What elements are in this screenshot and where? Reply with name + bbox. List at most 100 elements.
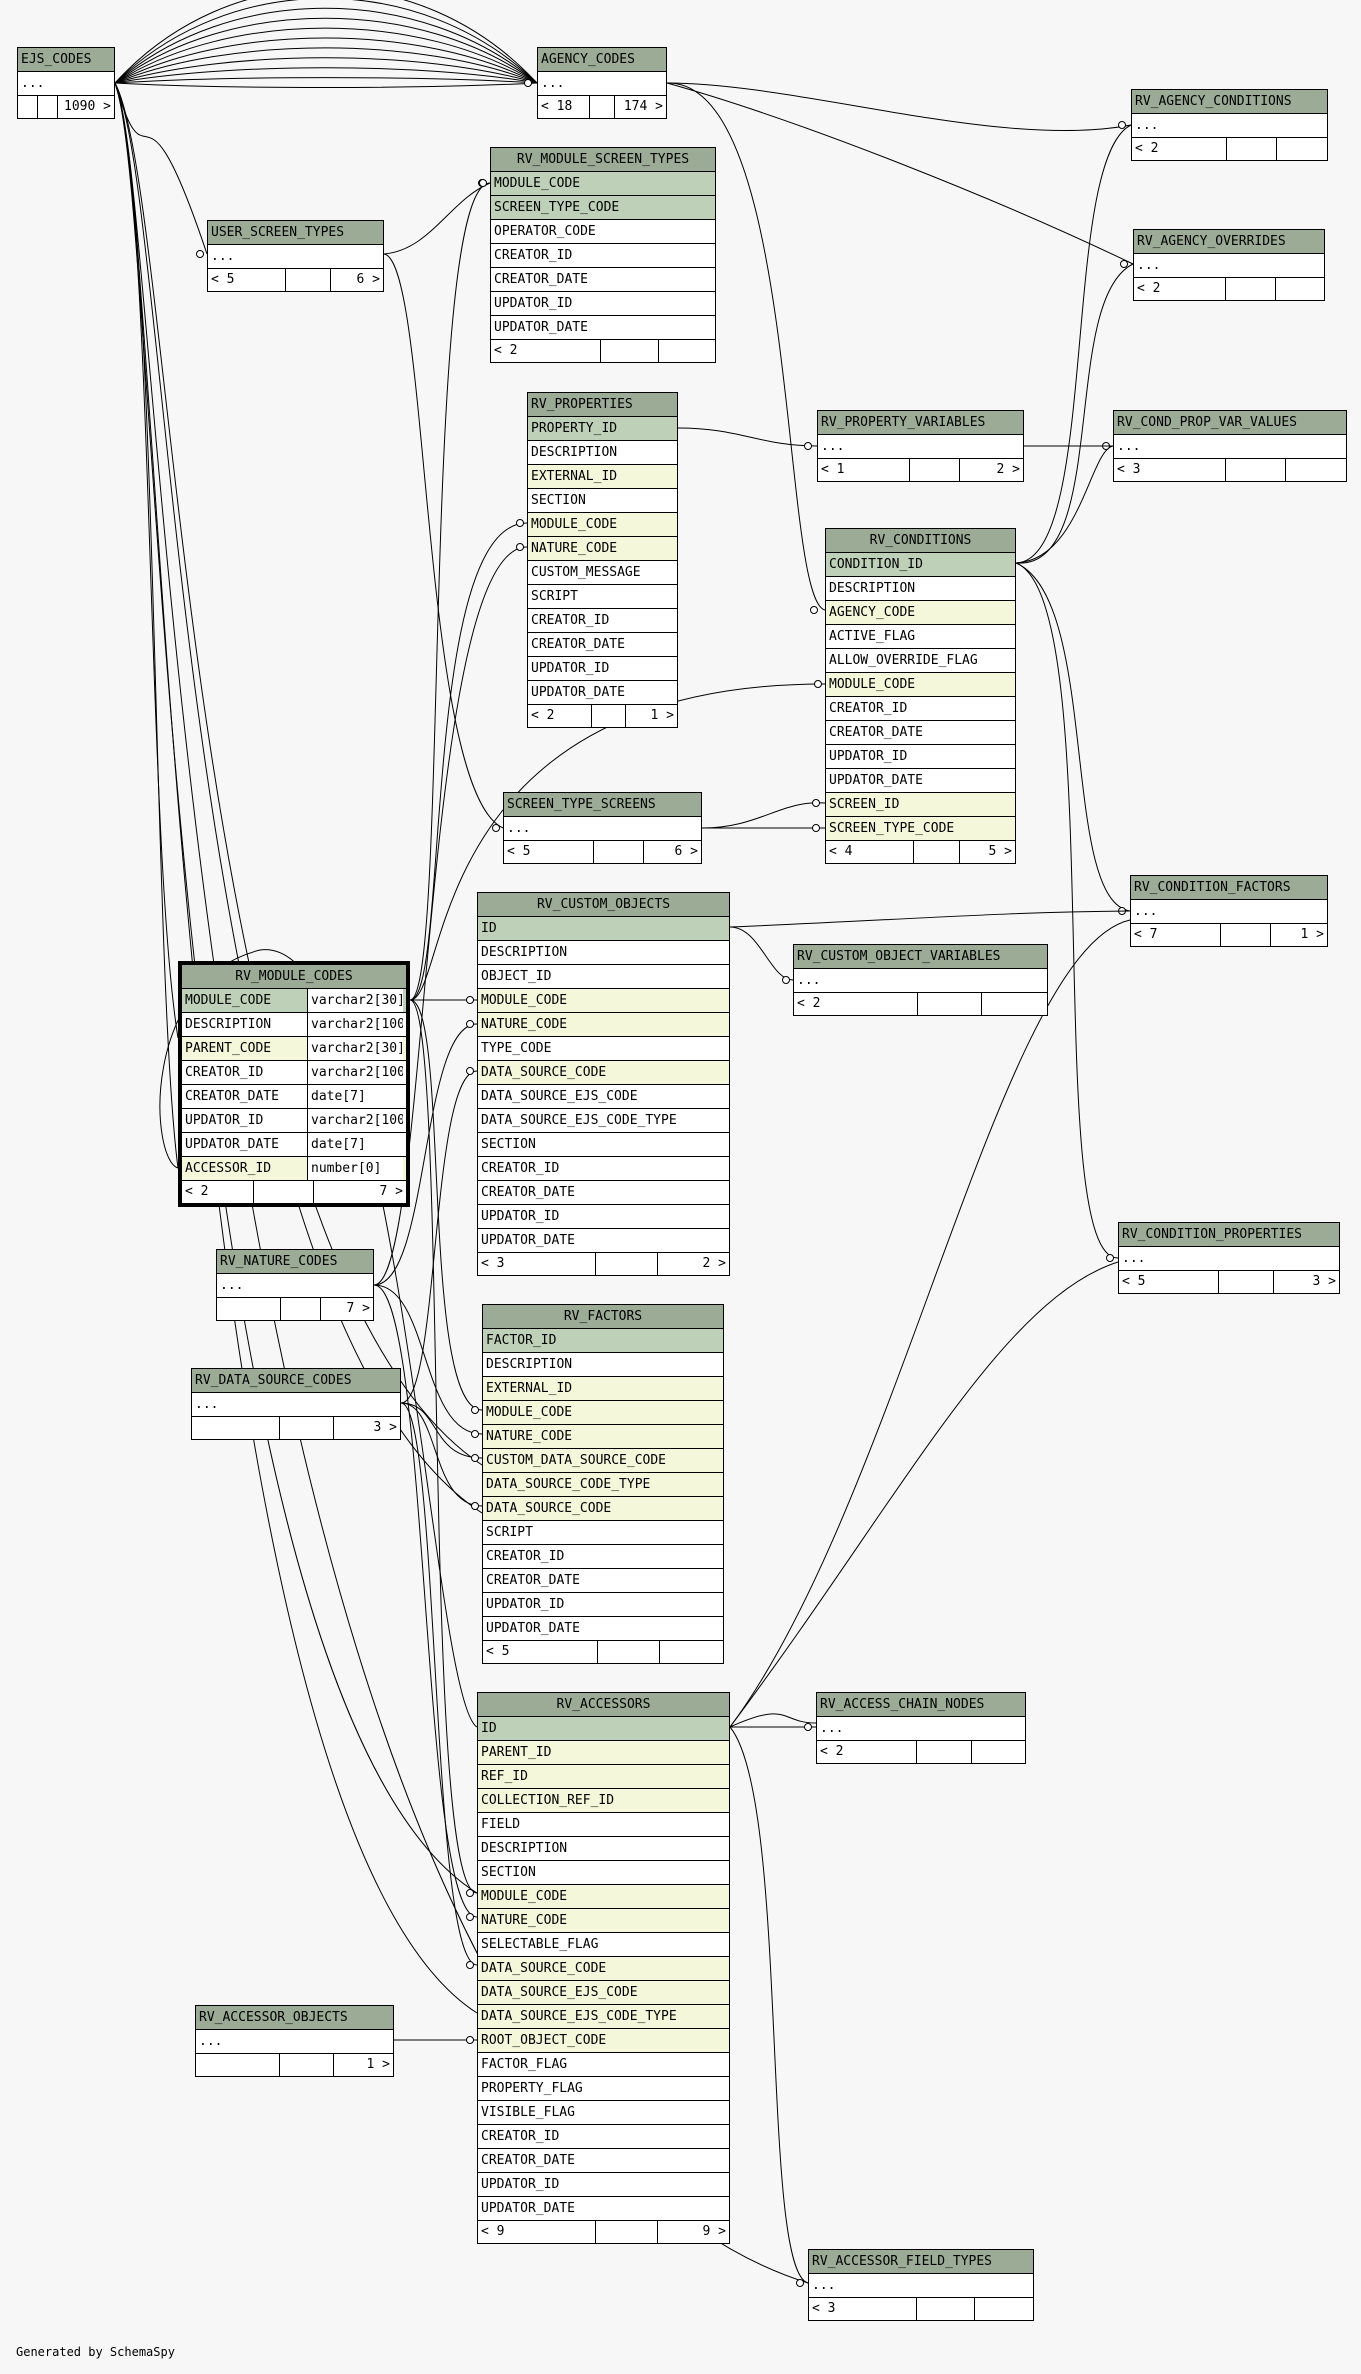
column-row[interactable]: UPDATOR_ID bbox=[826, 745, 1015, 769]
column-row[interactable]: MODULE_CODE bbox=[826, 673, 1015, 697]
column-row[interactable]: CREATOR_DATE bbox=[478, 1181, 729, 1205]
parents-count[interactable]: < 2 bbox=[528, 705, 592, 727]
column-row[interactable]: DATA_SOURCE_EJS_CODE bbox=[478, 1981, 729, 2005]
column-row[interactable]: UPDATOR_DATE bbox=[483, 1617, 723, 1641]
collapsed-columns[interactable]: ... bbox=[809, 2274, 1033, 2298]
column-row[interactable]: UPDATOR_ID bbox=[478, 2173, 729, 2197]
table-title[interactable]: RV_ACCESSORS bbox=[478, 1693, 729, 1717]
column-row[interactable]: DATA_SOURCE_CODE bbox=[483, 1497, 723, 1521]
children-count[interactable]: 6 > bbox=[356, 272, 380, 287]
column-row[interactable]: OBJECT_ID bbox=[478, 965, 729, 989]
parents-count[interactable]: < 3 bbox=[1114, 459, 1226, 481]
column-row[interactable]: UPDATOR_DATE bbox=[478, 2197, 729, 2221]
table-title[interactable]: RV_FACTORS bbox=[483, 1305, 723, 1329]
table-rv-agency-overrides[interactable]: RV_AGENCY_OVERRIDES...< 2 bbox=[1133, 229, 1325, 301]
column-row[interactable]: DESCRIPTION bbox=[483, 1353, 723, 1377]
table-title[interactable]: RV_COND_PROP_VAR_VALUES bbox=[1114, 411, 1346, 435]
column-row[interactable]: ROOT_OBJECT_CODE bbox=[478, 2029, 729, 2053]
column-row[interactable]: SECTION bbox=[478, 1133, 729, 1157]
column-row[interactable]: CUSTOM_MESSAGE bbox=[528, 561, 677, 585]
column-row[interactable]: CONDITION_ID bbox=[826, 553, 1015, 577]
table-title[interactable]: RV_CONDITION_PROPERTIES bbox=[1119, 1223, 1339, 1247]
children-count[interactable] bbox=[982, 993, 1047, 1015]
table-title[interactable]: RV_MODULE_CODES bbox=[182, 965, 406, 989]
column-row[interactable]: PARENT_ID bbox=[478, 1741, 729, 1765]
column-row[interactable]: DATA_SOURCE_CODE_TYPE bbox=[483, 1473, 723, 1497]
column-row[interactable]: ALLOW_OVERRIDE_FLAG bbox=[826, 649, 1015, 673]
column-row[interactable]: UPDATOR_DATE bbox=[478, 1229, 729, 1253]
table-rv-agency-conditions[interactable]: RV_AGENCY_CONDITIONS...< 2 bbox=[1131, 89, 1328, 161]
column-row[interactable]: DATA_SOURCE_EJS_CODE bbox=[478, 1085, 729, 1109]
column-row[interactable]: MODULE_CODE bbox=[478, 989, 729, 1013]
column-row[interactable]: CREATOR_DATE bbox=[826, 721, 1015, 745]
column-row[interactable]: REF_ID bbox=[478, 1765, 729, 1789]
column-row[interactable]: MODULE_CODE bbox=[528, 513, 677, 537]
column-row[interactable]: FACTOR_FLAG bbox=[478, 2053, 729, 2077]
collapsed-columns[interactable]: ... bbox=[192, 1393, 400, 1417]
column-row[interactable]: TYPE_CODE bbox=[478, 1037, 729, 1061]
column-row[interactable]: VISIBLE_FLAG bbox=[478, 2101, 729, 2125]
column-row[interactable]: COLLECTION_REF_ID bbox=[478, 1789, 729, 1813]
children-count[interactable] bbox=[972, 1741, 1025, 1763]
column-row[interactable]: SCREEN_TYPE_CODE bbox=[826, 817, 1015, 841]
column-row[interactable]: MODULE_CODE bbox=[491, 172, 715, 196]
collapsed-columns[interactable]: ... bbox=[1132, 114, 1327, 138]
collapsed-columns[interactable]: ... bbox=[217, 1274, 373, 1298]
column-row[interactable]: UPDATOR_DATE bbox=[491, 316, 715, 340]
collapsed-columns[interactable]: ... bbox=[196, 2030, 393, 2054]
children-count[interactable]: 2 > bbox=[996, 462, 1020, 477]
children-count[interactable] bbox=[1286, 459, 1346, 481]
children-count[interactable] bbox=[660, 1641, 723, 1663]
column-row[interactable]: DATA_SOURCE_EJS_CODE_TYPE bbox=[478, 1109, 729, 1133]
column-row[interactable]: EXTERNAL_ID bbox=[483, 1377, 723, 1401]
table-title[interactable]: RV_CONDITIONS bbox=[826, 529, 1015, 553]
column-row[interactable]: NATURE_CODE bbox=[478, 1909, 729, 1933]
column-row[interactable]: UPDATOR_ID bbox=[528, 657, 677, 681]
children-count[interactable]: 174 > bbox=[623, 99, 663, 114]
children-count[interactable]: 3 > bbox=[373, 1420, 397, 1435]
parents-count[interactable]: < 2 bbox=[794, 993, 918, 1015]
column-row[interactable]: ACTIVE_FLAG bbox=[826, 625, 1015, 649]
column-row[interactable]: UPDATOR_DATE bbox=[826, 769, 1015, 793]
table-rv-access-chain-nodes[interactable]: RV_ACCESS_CHAIN_NODES...< 2 bbox=[816, 1692, 1026, 1764]
table-title[interactable]: RV_MODULE_SCREEN_TYPES bbox=[491, 148, 715, 172]
children-count[interactable]: 5 > bbox=[988, 844, 1012, 859]
parents-count[interactable]: < 18 bbox=[538, 96, 590, 118]
table-title[interactable]: RV_AGENCY_OVERRIDES bbox=[1134, 230, 1324, 254]
collapsed-columns[interactable]: ... bbox=[1114, 435, 1346, 459]
column-row[interactable]: SCREEN_ID bbox=[826, 793, 1015, 817]
children-count[interactable] bbox=[659, 340, 715, 362]
column-row[interactable]: UPDATOR_ID bbox=[491, 292, 715, 316]
column-row[interactable]: NATURE_CODE bbox=[478, 1013, 729, 1037]
parents-count[interactable]: < 2 bbox=[1134, 278, 1226, 300]
parents-count[interactable]: < 5 bbox=[483, 1641, 598, 1663]
column-row[interactable]: SCREEN_TYPE_CODE bbox=[491, 196, 715, 220]
children-count[interactable]: 7 > bbox=[346, 1301, 370, 1316]
table-title[interactable]: RV_CONDITION_FACTORS bbox=[1131, 876, 1327, 900]
children-count[interactable]: 1 > bbox=[650, 708, 674, 723]
column-row[interactable]: SELECTABLE_FLAG bbox=[478, 1933, 729, 1957]
column-row[interactable]: MODULE_CODE bbox=[478, 1885, 729, 1909]
column-row[interactable]: NATURE_CODE bbox=[483, 1425, 723, 1449]
column-row[interactable]: SECTION bbox=[528, 489, 677, 513]
column-row[interactable]: DESCRIPTION bbox=[826, 577, 1015, 601]
column-row[interactable]: UPDATOR_ID bbox=[478, 1205, 729, 1229]
column-row[interactable]: CUSTOM_DATA_SOURCE_CODE bbox=[483, 1449, 723, 1473]
children-count[interactable]: 2 > bbox=[702, 1256, 726, 1271]
table-title[interactable]: RV_PROPERTY_VARIABLES bbox=[818, 411, 1023, 435]
children-count[interactable]: 6 > bbox=[674, 844, 698, 859]
parents-count[interactable]: < 7 bbox=[1131, 924, 1221, 946]
collapsed-columns[interactable]: ... bbox=[794, 969, 1047, 993]
children-count[interactable]: 7 > bbox=[379, 1184, 403, 1199]
column-row[interactable]: CREATOR_ID bbox=[826, 697, 1015, 721]
